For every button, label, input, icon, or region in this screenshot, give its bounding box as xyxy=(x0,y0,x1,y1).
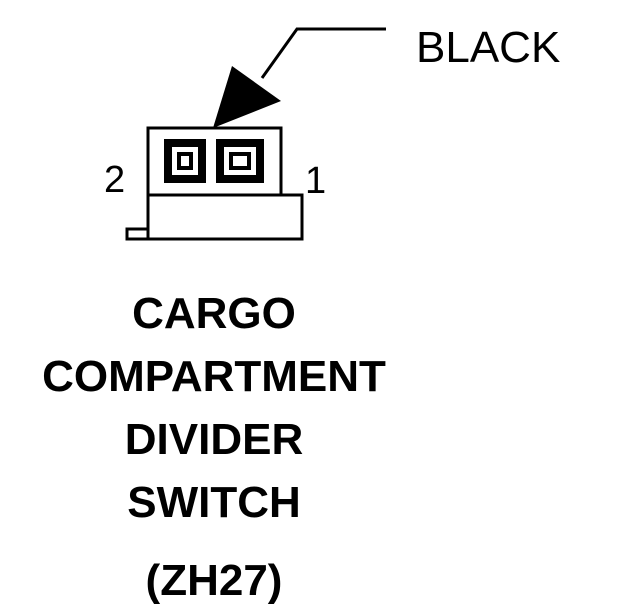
connector-base xyxy=(146,193,304,241)
terminal-cavity-pin-2 xyxy=(164,139,206,183)
wire-color-label: BLACK xyxy=(416,23,561,72)
callout-leader-line xyxy=(260,27,386,79)
pin-number-1: 1 xyxy=(305,160,327,202)
connector-reference-code: (ZH27) xyxy=(145,556,283,605)
pin-number-2: 2 xyxy=(104,159,126,201)
connector-latch-tab xyxy=(125,227,150,241)
title-line: CARGO xyxy=(132,289,296,338)
terminal-cavity-pin-1 xyxy=(216,139,264,183)
title-line: COMPARTMENT xyxy=(42,352,386,401)
title-line: DIVIDER xyxy=(124,415,304,464)
title-line: SWITCH xyxy=(127,478,301,527)
component-title: CARGO COMPARTMENT DIVIDER SWITCH xyxy=(14,282,414,534)
callout-arrowhead xyxy=(213,66,281,128)
